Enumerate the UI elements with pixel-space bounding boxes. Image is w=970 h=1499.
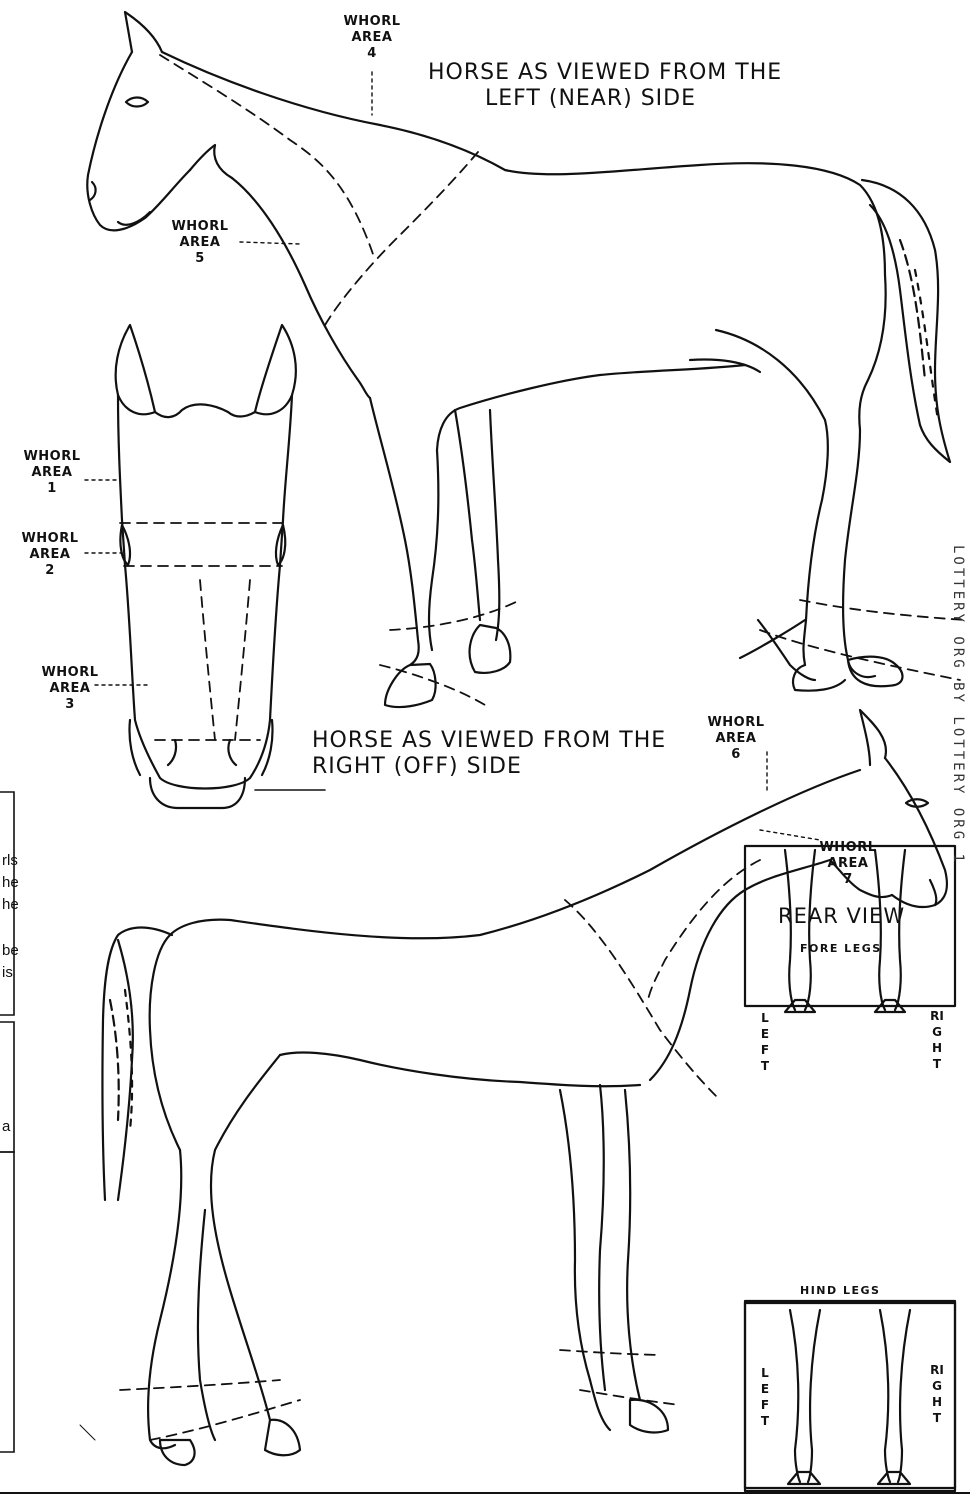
near-side-title-line1: HORSE AS VIEWED FROM THE: [428, 60, 782, 86]
off-side-title-line1: HORSE AS VIEWED FROM THE: [312, 728, 666, 754]
off-side-horse: [102, 710, 947, 1465]
rear-view-title: REAR VIEW: [778, 904, 905, 928]
fore-left-label: LEFT: [758, 1010, 772, 1074]
hind-right-label: RIGHT: [930, 1362, 944, 1426]
left-edge-box-lines: [0, 780, 20, 1490]
near-side-horse: [87, 12, 950, 707]
near-horse-dashed-bands: [160, 55, 965, 705]
hind-left-label: LEFT: [758, 1365, 772, 1429]
fore-right-label: RIGHT: [930, 1008, 944, 1072]
off-side-title-line2: RIGHT (OFF) SIDE: [312, 754, 522, 780]
hind-legs-label: HIND LEGS: [800, 1284, 880, 1297]
fore-legs-label: FORE LEGS: [800, 942, 882, 955]
near-side-title-line2: LEFT (NEAR) SIDE: [485, 86, 696, 112]
right-edge-text: LOTTERY ORG BY LOTTERY ORG 1: [950, 545, 966, 885]
